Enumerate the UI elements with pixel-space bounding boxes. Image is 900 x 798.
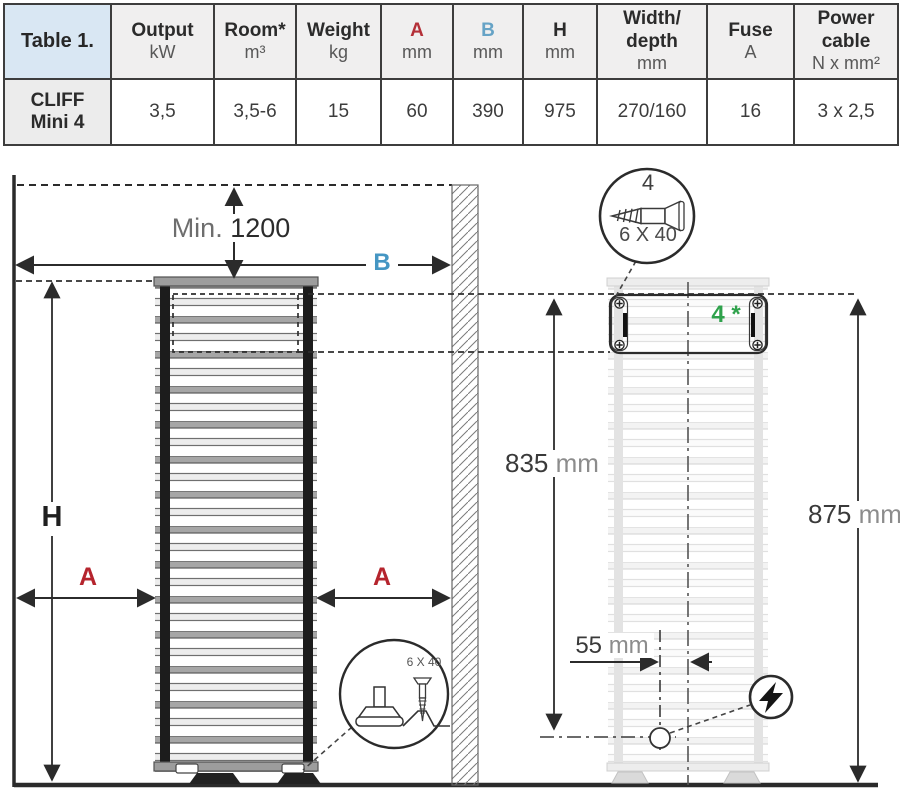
cell-h: 975 (522, 78, 598, 146)
foot-detail-circle (338, 638, 450, 750)
cell-b: 390 (452, 78, 524, 146)
bracket-position-dashed-rect (172, 293, 299, 353)
power-circle (748, 674, 794, 720)
left-heater (153, 276, 321, 784)
left-heater-foot (277, 773, 321, 784)
table-title: Table 1. (21, 29, 94, 52)
adjustable-foot-icon (355, 686, 404, 727)
cell-weight: 15 (295, 78, 382, 146)
cell-output: 3,5 (110, 78, 215, 146)
diagram-canvas (12, 167, 878, 788)
bracket-screw-icon (614, 298, 763, 351)
foot-detail-leader (302, 726, 353, 771)
cell-widthdepth: 270/160 (596, 78, 708, 146)
floor-profile-line (402, 710, 450, 727)
wall-hatch (451, 184, 479, 786)
bracket-clip (623, 313, 627, 337)
bracket-clip (751, 313, 755, 337)
screw-icon (609, 200, 685, 232)
cell-a: 60 (380, 78, 454, 146)
left-heater-foot (189, 773, 241, 784)
screw-vertical-icon (412, 677, 433, 722)
cable-entry-point (649, 727, 671, 749)
cell-room: 3,5-6 (213, 78, 297, 146)
screw-detail-circle (598, 167, 696, 265)
cell-fuse: 16 (706, 78, 795, 146)
wall-bracket (608, 293, 769, 355)
installation-diagram (0, 160, 900, 793)
screw-detail-leader (615, 260, 637, 297)
lightning-icon (759, 682, 783, 713)
cell-powercable: 3 x 2,5 (793, 78, 899, 146)
right-heater-foot (723, 771, 761, 784)
col-room: Room*m³ (213, 3, 297, 80)
right-heater-foot (611, 771, 649, 784)
table-title-cell: Table 1. (3, 3, 112, 80)
